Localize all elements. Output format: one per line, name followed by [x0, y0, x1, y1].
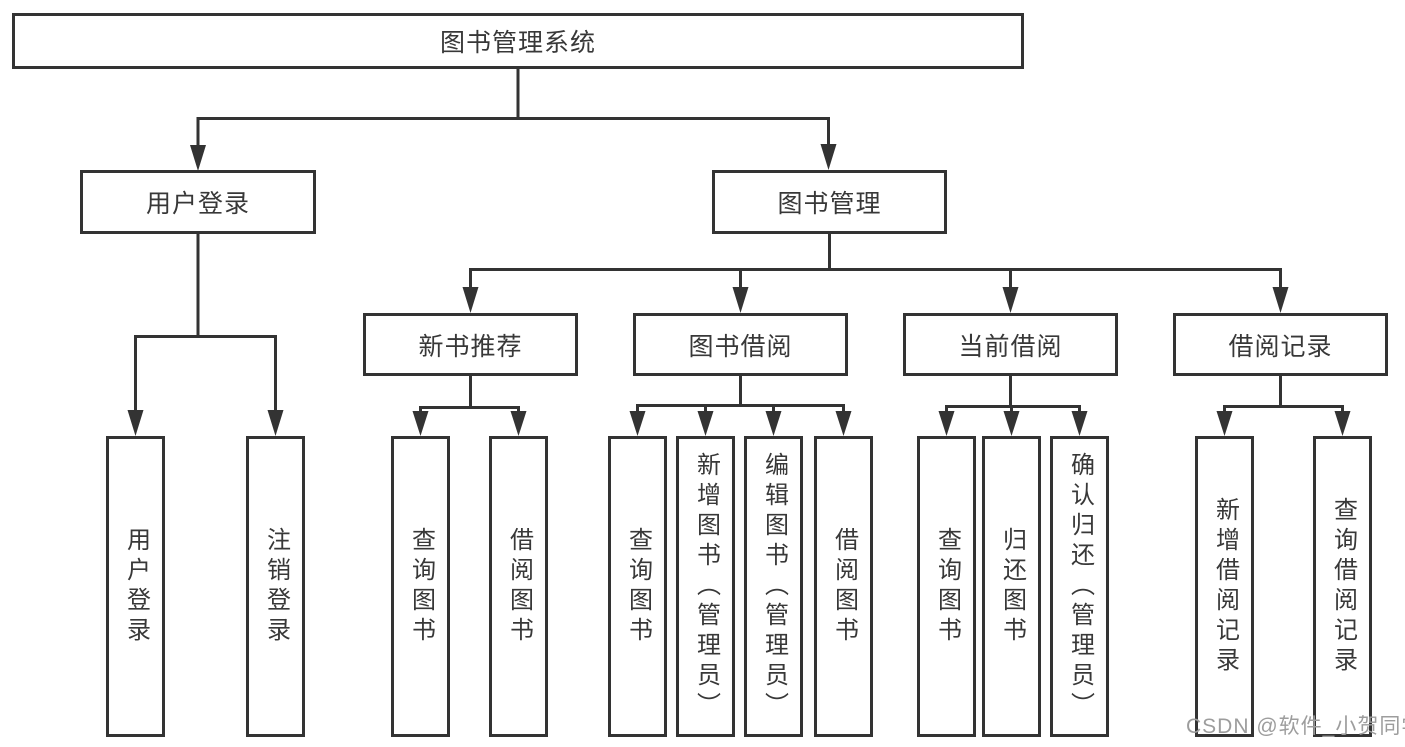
leaf-current-query: 查询图书	[917, 436, 976, 737]
leaf-records-add: 新增借阅记录	[1195, 436, 1254, 737]
node-user-login: 用户登录	[80, 170, 316, 234]
leaf-borrow-edit-admin: 编辑图书（管理员）	[744, 436, 803, 737]
leaf-borrow-borrow: 借阅图书	[814, 436, 873, 737]
node-root: 图书管理系统	[12, 13, 1024, 69]
leaf-borrow-query: 查询图书	[608, 436, 667, 737]
leaf-current-confirm-admin: 确认归还（管理员）	[1050, 436, 1109, 737]
leaf-newbooks-borrow: 借阅图书	[489, 436, 548, 737]
leaf-logout: 注销登录	[246, 436, 305, 737]
leaf-records-query: 查询借阅记录	[1313, 436, 1372, 737]
node-borrow-records: 借阅记录	[1173, 313, 1388, 376]
leaf-user-login: 用户登录	[106, 436, 165, 737]
node-book-mgmt: 图书管理	[712, 170, 947, 234]
leaf-current-return: 归还图书	[982, 436, 1041, 737]
node-new-books: 新书推荐	[363, 313, 578, 376]
csdn-watermark: CSDN @软件_小贺同学	[1186, 715, 1405, 738]
leaf-borrow-add-admin: 新增图书（管理员）	[676, 436, 735, 737]
leaf-newbooks-query: 查询图书	[391, 436, 450, 737]
node-book-borrow: 图书借阅	[633, 313, 848, 376]
node-current-borrow: 当前借阅	[903, 313, 1118, 376]
